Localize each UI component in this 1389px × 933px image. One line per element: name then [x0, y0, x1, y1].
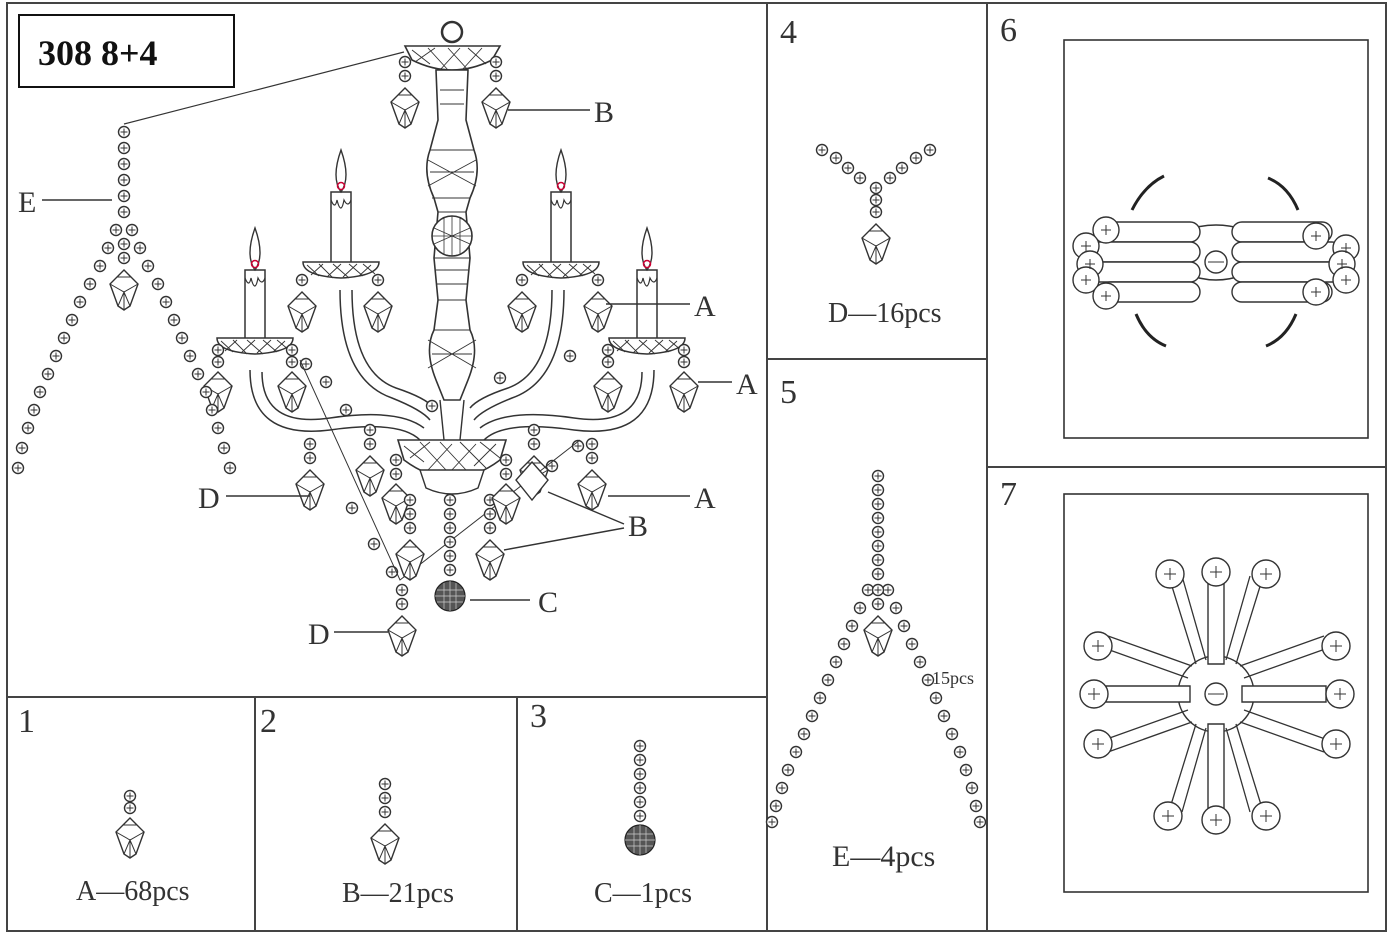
part-d-drawing	[815, 143, 937, 265]
panel-4	[766, 2, 988, 360]
panel-number-5: 5	[780, 374, 797, 411]
model-title-box: 308 8+4	[18, 14, 235, 88]
part-e-caption: E—4pcs	[832, 840, 935, 873]
callout-b-top: B	[594, 96, 614, 129]
arm-layout-diagram-7	[1063, 493, 1369, 893]
panel-number-4: 4	[780, 14, 797, 51]
part-d-caption: D—16pcs	[828, 298, 942, 329]
chandelier-drawing: B E A A A D B C D	[11, 20, 758, 657]
callout-d-1: D	[198, 482, 220, 515]
part-b-caption: B—21pcs	[342, 878, 454, 909]
part-a-caption: A—68pcs	[76, 876, 190, 907]
panel-number-7: 7	[1000, 476, 1017, 513]
part-c-caption: C—1pcs	[594, 878, 692, 909]
model-title: 308 8+4	[38, 33, 158, 73]
part-e-strand-count: 15pcs	[932, 668, 974, 688]
callout-a-1: A	[694, 290, 716, 323]
callout-a-2: A	[736, 368, 758, 401]
panel-number-3: 3	[530, 698, 547, 735]
part-c-drawing	[624, 739, 656, 856]
part-e-drawing	[765, 469, 987, 829]
part-b-drawing	[370, 777, 400, 865]
part-a-drawing	[115, 789, 145, 859]
callout-e: E	[18, 186, 36, 219]
arm-layout-diagram-6	[1063, 39, 1369, 439]
panel-number-6: 6	[1000, 12, 1017, 49]
callout-a-3: A	[694, 482, 716, 515]
callout-c: C	[538, 586, 558, 619]
callout-b-mid: B	[628, 510, 648, 543]
panel-number-1: 1	[18, 703, 35, 740]
panel-number-2: 2	[260, 703, 277, 740]
callout-d-2: D	[308, 618, 330, 651]
